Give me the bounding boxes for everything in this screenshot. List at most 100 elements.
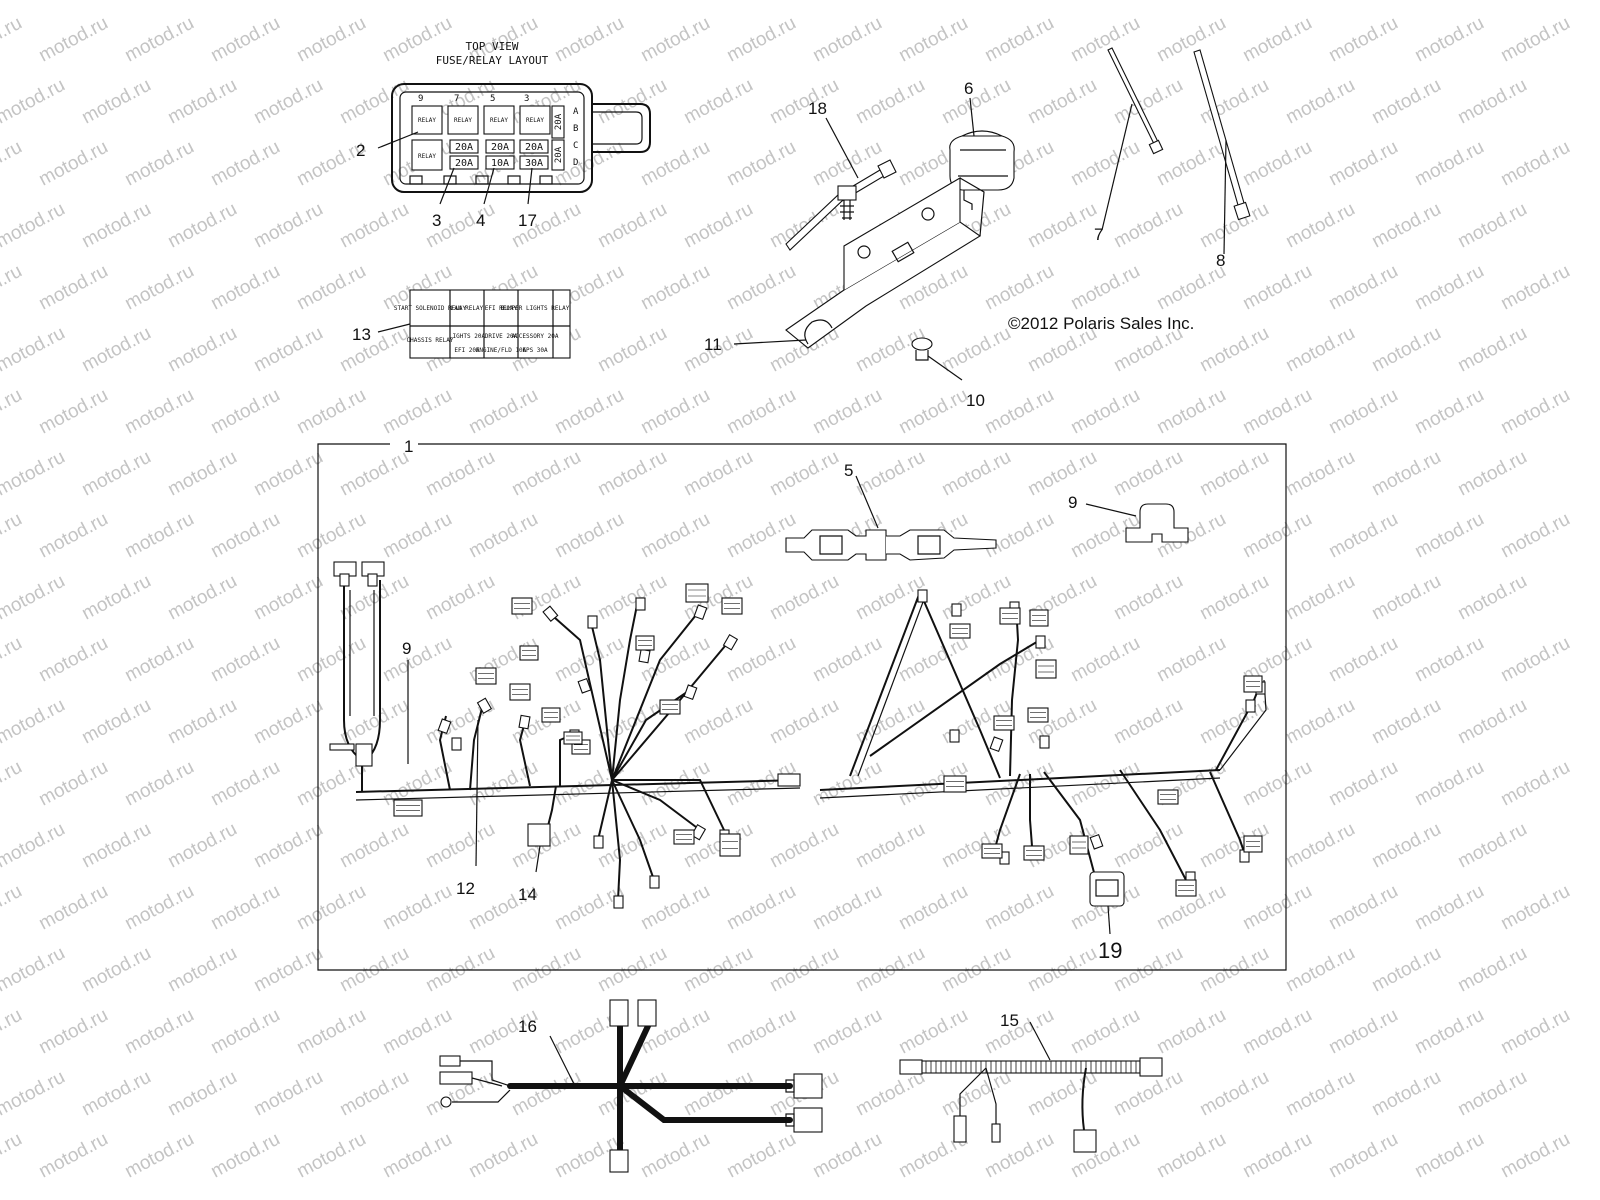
fuse-rating: 20A <box>491 142 509 153</box>
relay-slot <box>519 105 551 135</box>
watermark-text: motod.ru <box>1239 137 1315 191</box>
harness-branch <box>597 779 613 841</box>
watermark-text: motod.ru <box>1411 1005 1487 1059</box>
relay-label: RELAY <box>490 117 508 124</box>
label-tag-box <box>563 731 583 745</box>
watermark-text: motod.ru <box>35 509 111 563</box>
watermark-text: motod.ru <box>1497 13 1573 67</box>
harness-branch <box>617 1083 793 1123</box>
watermark-text: motod.ru <box>35 261 111 315</box>
watermark-text: motod.ru <box>981 13 1057 67</box>
watermark-text: motod.ru <box>1110 571 1186 625</box>
watermark-text: motod.ru <box>981 757 1057 811</box>
relay-label: RELAY <box>454 117 472 124</box>
latch <box>539 175 553 185</box>
label-tag-group <box>393 583 743 857</box>
watermark-text: motod.ru <box>422 819 498 873</box>
watermark-text: motod.ru <box>895 633 971 687</box>
watermark-text: motod.ru <box>1411 261 1487 315</box>
harness-connector <box>1139 1057 1163 1077</box>
harness-connector <box>949 729 960 743</box>
relay-module <box>1089 871 1125 907</box>
watermark-text: motod.ru <box>164 571 240 625</box>
watermark-text: motod.ru <box>1196 1067 1272 1121</box>
watermark-text: motod.ru <box>0 447 69 501</box>
watermark-text: motod.ru <box>250 819 326 873</box>
harness-branch <box>612 779 725 831</box>
watermark-text: motod.ru <box>1368 447 1444 501</box>
left-harness-drawing <box>329 561 801 909</box>
watermark-text: motod.ru <box>1110 695 1186 749</box>
watermark-text: motod.ru <box>1024 0 1100 4</box>
harness-branch-edge <box>349 590 375 716</box>
harness-connector <box>1039 735 1050 749</box>
watermark-text: motod.ru <box>336 447 412 501</box>
watermark-text: motod.ru <box>1368 75 1444 129</box>
watermark-text: motod.ru <box>1325 633 1401 687</box>
label-tag-box <box>673 829 695 845</box>
harness-connector <box>339 573 350 587</box>
relay-label: RELAY <box>526 117 544 124</box>
watermark-text: motod.ru <box>78 0 154 4</box>
watermark-text: motod.ru <box>207 633 283 687</box>
watermark-text: motod.ru <box>164 323 240 377</box>
watermark-text: motod.ru <box>680 199 756 253</box>
watermark-text: motod.ru <box>379 881 455 935</box>
row-letter: A <box>573 107 579 117</box>
decal-text: FAN RELAY <box>451 305 484 312</box>
harness-connector <box>793 1107 823 1133</box>
leader-line <box>1223 139 1227 255</box>
watermark-text: motod.ru <box>766 447 842 501</box>
watermark-text: motod.ru <box>207 13 283 67</box>
label-tag-box <box>519 645 539 661</box>
leader-line <box>1029 1021 1051 1061</box>
watermark-text: motod.ru <box>680 819 756 873</box>
watermark-text: motod.ru <box>1454 943 1530 997</box>
watermark-text: motod.ru <box>1325 261 1401 315</box>
label-tag-box <box>993 715 1015 731</box>
watermark-text: motod.ru <box>809 1005 885 1059</box>
watermark-text: motod.ru <box>809 1129 885 1183</box>
watermark-text: motod.ru <box>121 1129 197 1183</box>
watermark-text: motod.ru <box>1196 695 1272 749</box>
watermark-text: motod.ru <box>0 199 69 253</box>
watermark-text: motod.ru <box>809 13 885 67</box>
watermark-text: motod.ru <box>78 1067 154 1121</box>
watermark-text: motod.ru <box>1411 137 1487 191</box>
relay-slot <box>411 139 443 171</box>
harness-branch <box>545 609 613 781</box>
watermark-text: motod.ru <box>1411 633 1487 687</box>
label-tag <box>519 645 539 661</box>
watermark-text: motod.ru <box>1239 261 1315 315</box>
fuse-slot <box>519 155 549 170</box>
watermark-text: motod.ru <box>981 261 1057 315</box>
watermark-text: motod.ru <box>852 75 928 129</box>
harness-branch <box>869 639 1041 757</box>
label-tag <box>949 623 971 639</box>
watermark-text: motod.ru <box>379 385 455 439</box>
fuse-slot <box>551 139 565 171</box>
watermark-text: motod.ru <box>250 1067 326 1121</box>
watermark-text: motod.ru <box>164 447 240 501</box>
callout-3: 3 <box>432 211 441 230</box>
label-tag <box>541 707 561 723</box>
watermark-text: motod.ru <box>1196 447 1272 501</box>
harness-connector <box>793 1073 823 1099</box>
bracket-hole <box>857 245 871 259</box>
watermark-text: motod.ru <box>1110 819 1186 873</box>
watermark-text: motod.ru <box>336 819 412 873</box>
watermark-text: motod.ru <box>723 385 799 439</box>
label-tag-box <box>541 707 561 723</box>
watermark-text: motod.ru <box>551 13 627 67</box>
watermark-text: motod.ru <box>121 757 197 811</box>
leader-line <box>535 845 541 873</box>
harness-connector <box>899 1059 923 1075</box>
watermark-text: motod.ru <box>250 447 326 501</box>
label-tag-box <box>1035 659 1057 679</box>
watermark-text: motod.ru <box>293 13 369 67</box>
watermark-text: motod.ru <box>0 757 26 811</box>
watermark-text: motod.ru <box>594 447 670 501</box>
leader-line <box>439 167 455 205</box>
ring-terminal <box>440 1096 452 1108</box>
decal-text: DRIVE 20A <box>485 333 518 340</box>
